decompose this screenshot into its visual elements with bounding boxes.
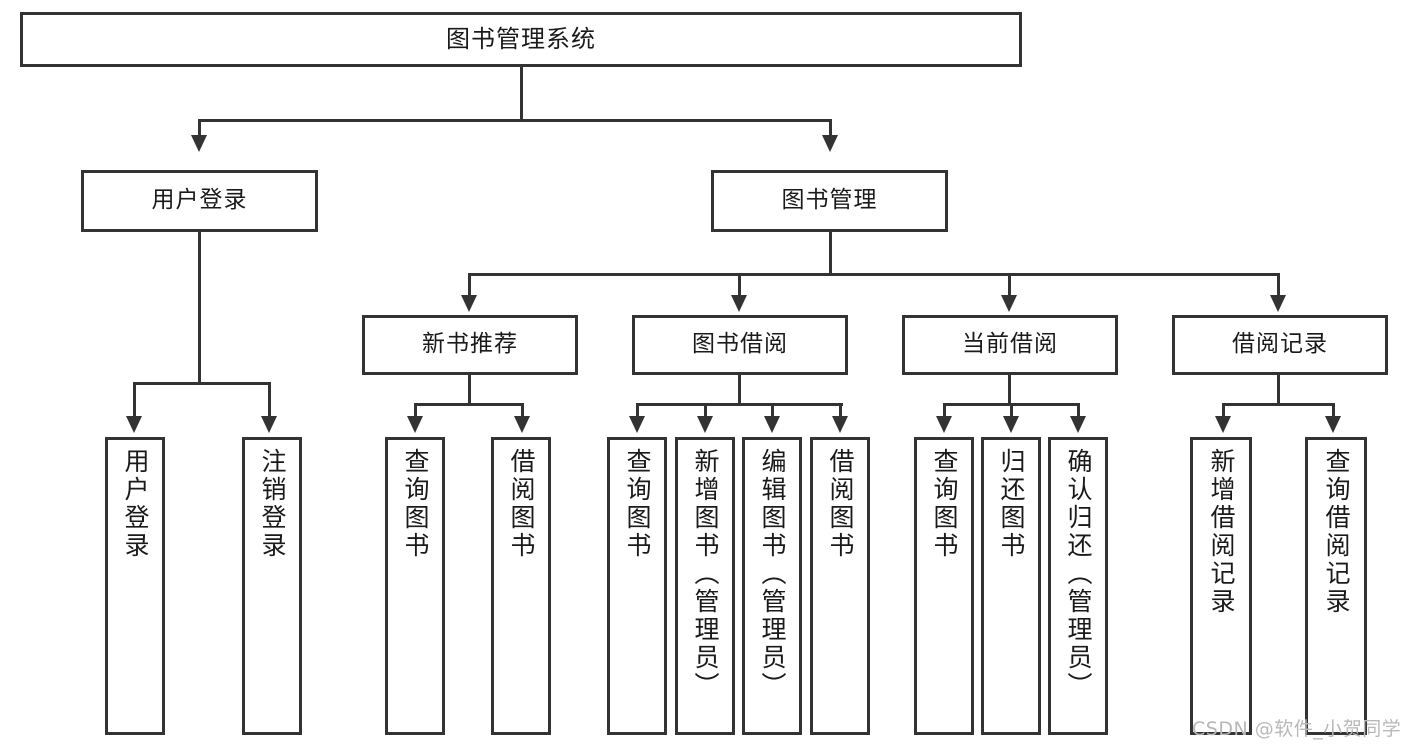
node-label: 查询图书 (401, 448, 430, 560)
connector-user-login-stem (198, 232, 201, 382)
node-label: 注销登录 (258, 448, 287, 560)
leaf-node-user-login-1[interactable]: 注销登录 (242, 437, 302, 735)
arrowhead-leaf-currentborrow-0 (936, 416, 952, 433)
node-current-borrow[interactable]: 当前借阅 (902, 315, 1118, 375)
connector-drop-leaf-currentborrow-1 (1010, 403, 1013, 418)
arrowhead-leaf-currentborrow-2 (1070, 416, 1086, 433)
leaf-node-current-borrow-1[interactable]: 归还图书 (981, 437, 1041, 735)
connector-drop-leaf-user-login-1 (268, 382, 271, 418)
connector-drop-leaf-currentborrow-2 (1077, 403, 1080, 418)
node-label: 查询图书 (930, 448, 959, 560)
connector-current-borrow-stem (1008, 375, 1011, 403)
node-label: 借阅图书 (826, 448, 855, 560)
connector-drop-lvl3-0 (468, 273, 471, 297)
connector-drop-leaf-bookborrow-3 (839, 403, 842, 418)
node-label: 新增借阅记录 (1207, 448, 1236, 616)
arrowhead-leaf-user-login-0 (126, 416, 142, 433)
connector-root-stem (520, 67, 523, 119)
leaf-node-book-borrow-1[interactable]: 新增图书（管理员） (675, 437, 735, 735)
node-label: 查询借阅记录 (1322, 448, 1351, 616)
leaf-node-borrow-record-0[interactable]: 新增借阅记录 (1190, 437, 1252, 735)
connector-borrow-record-bus (1222, 403, 1335, 406)
leaf-node-book-borrow-0[interactable]: 查询图书 (607, 437, 667, 735)
connector-drop-leaf-currentborrow-0 (943, 403, 946, 418)
arrowhead-leaf-borrowrecord-1 (1325, 416, 1341, 433)
connector-drop-leaf-bookborrow-1 (704, 403, 707, 418)
arrowhead-leaf-currentborrow-1 (1003, 416, 1019, 433)
connector-drop-leaf-bookborrow-0 (636, 403, 639, 418)
node-root-system[interactable]: 图书管理系统 (20, 12, 1022, 67)
arrowhead-leaf-bookborrow-0 (629, 416, 645, 433)
connector-book-borrow-bus (636, 403, 843, 406)
leaf-node-book-borrow-2[interactable]: 编辑图书（管理员） (742, 437, 802, 735)
node-label: 图书借阅 (692, 331, 788, 358)
arrowhead-lvl3-1 (731, 295, 747, 312)
connector-drop-user-login (198, 119, 201, 137)
connector-drop-lvl3-1 (738, 273, 741, 297)
node-label: 借阅记录 (1232, 331, 1328, 358)
connector-borrow-record-stem (1277, 375, 1280, 403)
connector-level3-bus (468, 273, 1280, 276)
connector-new-book-bus (414, 403, 524, 406)
arrowhead-lvl3-3 (1270, 295, 1286, 312)
node-label: 归还图书 (997, 448, 1026, 560)
node-label: 用户登录 (121, 448, 150, 560)
connector-book-manage-stem (829, 232, 832, 273)
node-label: 查询图书 (623, 448, 652, 560)
connector-drop-leaf-user-login-0 (133, 382, 136, 418)
node-book-management[interactable]: 图书管理 (711, 170, 948, 232)
node-label: 编辑图书（管理员） (758, 448, 787, 700)
connector-drop-leaf-borrowrecord-1 (1332, 403, 1335, 418)
arrowhead-book-manage (822, 135, 838, 152)
node-label: 图书管理 (781, 187, 878, 214)
leaf-node-user-login-0[interactable]: 用户登录 (105, 437, 165, 735)
connector-user-login-bus (133, 382, 271, 385)
leaf-node-new-book-recommend-1[interactable]: 借阅图书 (491, 437, 551, 735)
node-label: 图书管理系统 (446, 25, 596, 54)
arrowhead-leaf-bookborrow-3 (832, 416, 848, 433)
arrowhead-user-login (191, 135, 207, 152)
arrowhead-leaf-bookborrow-2 (764, 416, 780, 433)
arrowhead-leaf-borrowrecord-0 (1215, 416, 1231, 433)
connector-level2-bus (198, 119, 832, 122)
connector-book-borrow-stem (738, 375, 741, 403)
arrowhead-leaf-newbook-0 (407, 416, 423, 433)
node-label: 新书推荐 (422, 331, 518, 358)
leaf-node-new-book-recommend-0[interactable]: 查询图书 (385, 437, 445, 735)
arrowhead-lvl3-0 (461, 295, 477, 312)
arrowhead-leaf-user-login-1 (261, 416, 277, 433)
node-label: 新增图书（管理员） (691, 448, 720, 700)
connector-drop-lvl3-2 (1008, 273, 1011, 297)
connector-drop-book-manage (829, 119, 832, 137)
node-label: 借阅图书 (507, 448, 536, 560)
node-label: 确认归还（管理员） (1064, 448, 1093, 700)
node-borrow-record[interactable]: 借阅记录 (1172, 315, 1388, 375)
connector-drop-leaf-newbook-0 (414, 403, 417, 418)
arrowhead-leaf-bookborrow-1 (697, 416, 713, 433)
leaf-node-borrow-record-1[interactable]: 查询借阅记录 (1305, 437, 1367, 735)
node-new-book-recommend[interactable]: 新书推荐 (362, 315, 578, 375)
node-label: 用户登录 (151, 187, 248, 214)
leaf-node-current-borrow-2[interactable]: 确认归还（管理员） (1048, 437, 1108, 735)
connector-drop-leaf-bookborrow-2 (771, 403, 774, 418)
node-user-login[interactable]: 用户登录 (81, 170, 318, 232)
leaf-node-current-borrow-0[interactable]: 查询图书 (914, 437, 974, 735)
connector-drop-lvl3-3 (1277, 273, 1280, 297)
connector-drop-leaf-borrowrecord-0 (1222, 403, 1225, 418)
arrowhead-leaf-newbook-1 (514, 416, 530, 433)
connector-drop-leaf-newbook-1 (521, 403, 524, 418)
csdn-watermark: CSDN @软件_小贺同学 (1192, 718, 1402, 740)
arrowhead-lvl3-2 (1001, 295, 1017, 312)
connector-new-book-stem (468, 375, 471, 403)
node-label: 当前借阅 (962, 331, 1058, 358)
leaf-node-book-borrow-3[interactable]: 借阅图书 (810, 437, 870, 735)
node-book-borrow[interactable]: 图书借阅 (632, 315, 848, 375)
